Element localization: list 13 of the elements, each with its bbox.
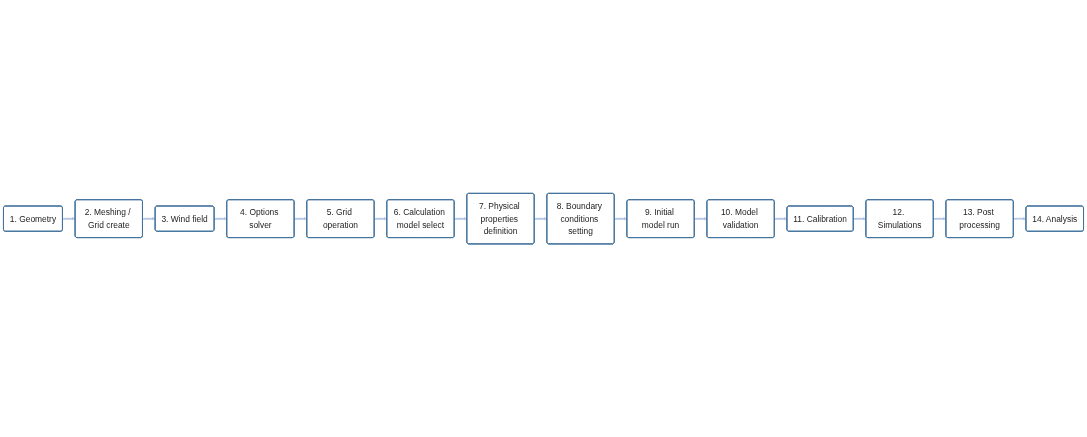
arrow: [213, 216, 228, 221]
arrow: [373, 216, 388, 221]
arrow: [61, 216, 76, 221]
arrow: [693, 216, 708, 221]
arrow: [773, 216, 788, 221]
arrow: [932, 216, 947, 221]
arrow: [293, 216, 308, 221]
arrow: [1012, 216, 1027, 221]
arrow: [852, 216, 867, 221]
arrow: [141, 216, 156, 221]
arrow: [613, 216, 628, 221]
arrow: [533, 216, 548, 221]
arrow: [453, 216, 468, 221]
